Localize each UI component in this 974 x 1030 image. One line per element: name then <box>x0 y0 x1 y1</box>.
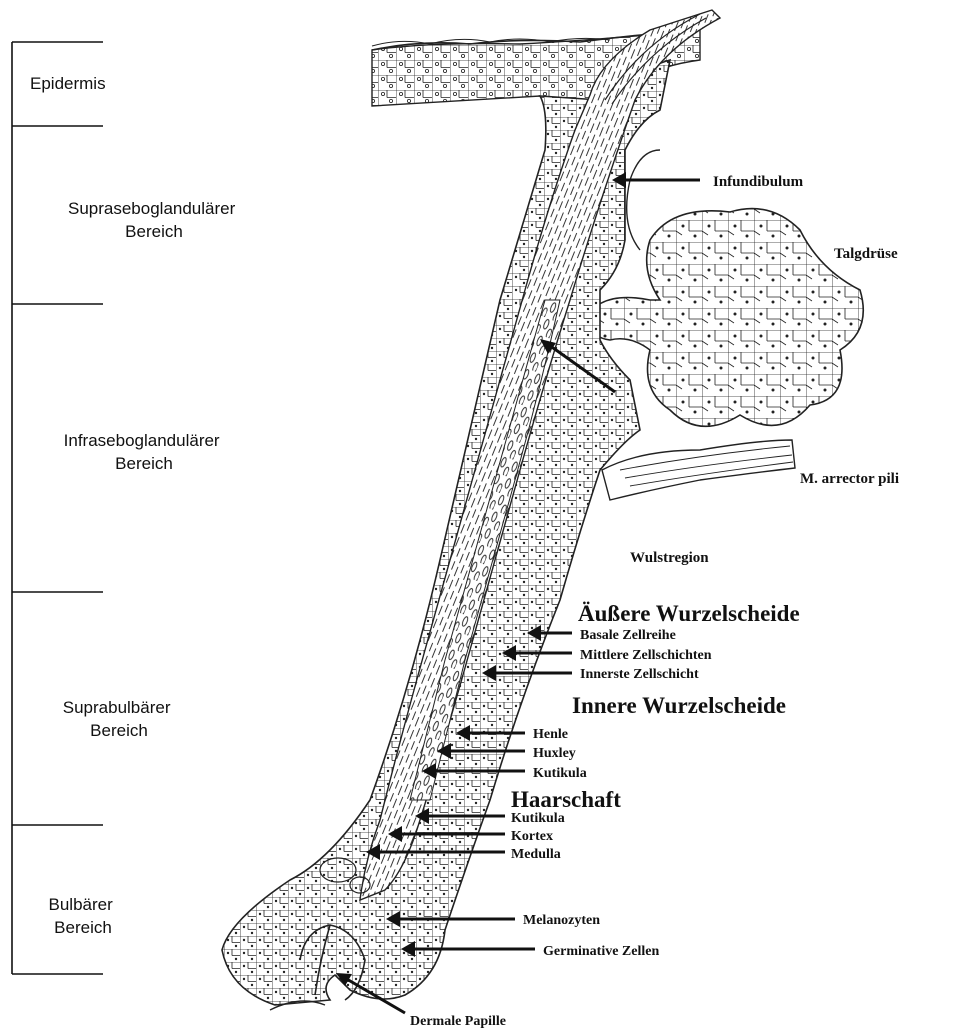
label-huxley: Huxley <box>533 746 576 761</box>
label-dermale-papille: Dermale Papille <box>410 1014 506 1029</box>
label-basale-zellreihe: Basale Zellreihe <box>580 628 676 643</box>
zone-infrasebo: Infraseboglandulärer Bereich <box>64 431 225 473</box>
zone-bulb: Bulbärer Bereich <box>49 895 118 937</box>
zone-suprabulb: Suprabulbärer Bereich <box>63 698 175 740</box>
label-arrector-pili: M. arrector pili <box>800 471 899 487</box>
label-mittlere-zellschichten: Mittlere Zellschichten <box>580 648 712 663</box>
arrector-pili-muscle <box>602 440 795 500</box>
label-infundibulum: Infundibulum <box>713 174 804 190</box>
zone-suprabulb-line1: Suprabulbärer <box>63 698 171 717</box>
label-kutikula-irs: Kutikula <box>533 766 587 781</box>
label-innerste-zellschicht: Innerste Zellschicht <box>580 667 699 682</box>
label-germinative-zellen: Germinative Zellen <box>543 944 659 959</box>
label-kortex: Kortex <box>511 829 553 844</box>
label-inner-root-sheath: Innere Wurzelscheide <box>572 693 786 718</box>
label-haarschaft: Haarschaft <box>511 787 621 812</box>
zone-suprabulb-line2: Bereich <box>90 721 148 740</box>
label-wulstregion: Wulstregion <box>630 550 709 566</box>
zone-bulb-line2: Bereich <box>54 918 112 937</box>
label-medulla: Medulla <box>511 847 561 862</box>
zone-infrasebo-line1: Infraseboglandulärer <box>64 431 220 450</box>
label-kutikula-shaft: Kutikula <box>511 811 565 826</box>
label-talgdruese: Talgdrüse <box>834 246 898 262</box>
zone-infrasebo-line2: Bereich <box>115 454 173 473</box>
zone-bulb-line1: Bulbärer <box>49 895 114 914</box>
label-henle: Henle <box>533 727 568 742</box>
zone-epidermis: Epidermis <box>30 74 106 93</box>
outer-root-sheath <box>222 60 670 1005</box>
label-melanozyten: Melanozyten <box>523 913 600 928</box>
zone-suprasebo-line2: Bereich <box>125 222 183 241</box>
zone-suprasebo-line1: Supraseboglandulärer <box>68 199 236 218</box>
zone-scale-bar <box>12 42 103 974</box>
label-outer-root-sheath: Äußere Wurzelscheide <box>578 601 800 626</box>
zone-suprasebo: Supraseboglandulärer Bereich <box>68 199 240 241</box>
